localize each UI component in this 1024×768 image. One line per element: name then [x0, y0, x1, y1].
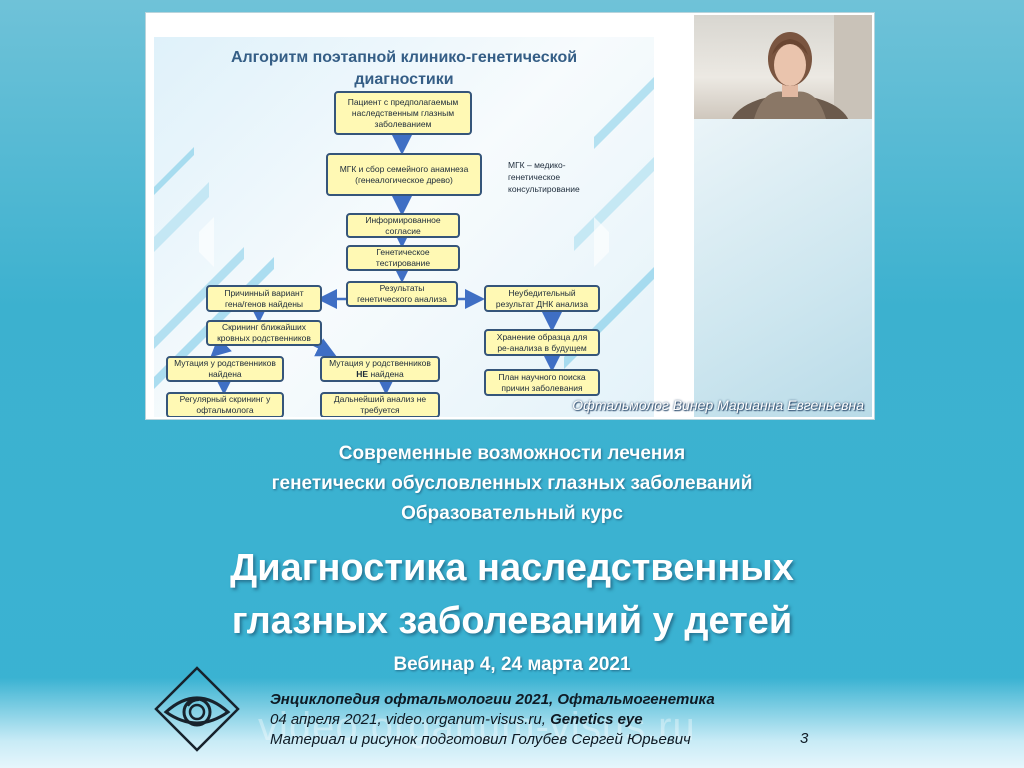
box-patient-line1: Пациент с предполагаемым	[347, 96, 459, 107]
box-patient-line3: заболеванием	[374, 118, 432, 129]
box-patient-line2: наследственным глазным	[351, 107, 455, 118]
footer: Энциклопедия офтальмологии 2021, Офтальм…	[270, 690, 715, 750]
speaker-caption: Офтальмолог Винер Марианна Евгеньевна	[572, 397, 864, 413]
box-mutation-found-line1: Мутация у родственников	[174, 358, 276, 368]
box-results: Результаты генетического анализа	[346, 281, 458, 307]
slide-title-line2: диагностики	[354, 71, 454, 88]
box-plan-line2: причин заболевания	[501, 382, 583, 393]
not-found-rest: найдена	[368, 369, 404, 379]
footer-line1: Энциклопедия офтальмологии 2021, Офтальм…	[270, 690, 715, 710]
course-line2: генетически обусловленных глазных заболе…	[271, 473, 753, 494]
box-patient: Пациент с предполагаемым наследственным …	[334, 91, 472, 135]
webinar-date: Вебинар 4, 24 марта 2021	[393, 654, 631, 675]
box-consent-line2: согласие	[385, 225, 421, 236]
footer-line1-text: Энциклопедия офтальмологии 2021, Офтальм…	[270, 691, 715, 708]
box-cause-line1: Причинный вариант	[224, 287, 304, 298]
box-mutation-not-found-line1: Мутация у родственников	[329, 358, 431, 368]
box-testing-line2: тестирование	[375, 258, 431, 268]
course-line3: Образовательный курс	[401, 503, 623, 524]
main-title-line1: Диагностика наследственных	[230, 547, 794, 589]
box-storage: Хранение образца для ре-анализа в будуще…	[484, 329, 600, 356]
footer-line2-prefix: 04 апреля 2021, video.organum-visus.ru,	[270, 711, 551, 728]
box-screening: Скрининг ближайших кровных родственников	[206, 320, 322, 346]
page-number: 3	[800, 730, 809, 747]
mgk-note: МГК – медико- генетическое консультирова…	[508, 159, 580, 195]
speaker-camera	[694, 15, 872, 119]
box-unconvincing-line2: результат ДНК анализа	[495, 298, 589, 309]
box-further-analysis: Дальнейший анализ не требуется	[320, 392, 440, 417]
box-mgk: МГК и сбор семейного анамнеза (генеалоги…	[326, 153, 482, 196]
main-title-line2: глазных заболеваний у детей	[231, 600, 793, 642]
eye-logo-icon	[154, 666, 240, 752]
box-results-line2: генетического анализа	[357, 294, 447, 304]
shared-slide: Алгоритм поэтапной клинико-генетической …	[154, 37, 654, 417]
box-mutation-found-line2: найдена	[208, 369, 242, 379]
box-plan: План научного поиска причин заболевания	[484, 369, 600, 396]
box-mutation-not-found-line2: НЕ найдена	[356, 369, 403, 380]
box-mutation-found: Мутация у родственников найдена	[166, 356, 284, 382]
box-further-analysis-line2: требуется	[360, 405, 400, 415]
speaker-silhouette	[731, 15, 872, 119]
watermark: video.organum-visus.ru	[258, 705, 696, 749]
box-regular-screening-line1: Регулярный скрининг у	[179, 394, 271, 404]
box-screening-line1: Скрининг ближайших	[221, 322, 307, 332]
box-mutation-not-found: Мутация у родственников НЕ найдена	[320, 356, 440, 382]
box-unconvincing: Неубедительный результат ДНК анализа	[484, 285, 600, 312]
box-mgk-line2: (генеалогическое древо)	[355, 174, 453, 185]
box-storage-line1: Хранение образца для	[496, 331, 588, 342]
box-regular-screening: Регулярный скрининг у офтальмолога	[166, 392, 284, 417]
box-testing-line1: Генетическое	[376, 247, 430, 257]
footer-line3: Материал и рисунок подготовил Голубев Се…	[270, 731, 691, 748]
box-regular-screening-line2: офтальмолога	[196, 405, 254, 415]
box-testing: Генетическое тестирование	[346, 245, 460, 271]
box-unconvincing-line1: Неубедительный	[508, 287, 576, 298]
mgk-note-line2: генетическое	[508, 172, 561, 182]
box-plan-line1: План научного поиска	[498, 371, 586, 382]
box-cause-line2: гена/генов найдены	[224, 298, 304, 309]
footer-line2: 04 апреля 2021, video.organum-visus.ru, …	[270, 710, 715, 730]
mgk-note-line1: МГК – медико-	[508, 160, 566, 170]
box-consent-line1: Информированное	[365, 214, 441, 225]
box-mgk-line1: МГК и сбор семейного анамнеза	[339, 163, 469, 174]
mgk-note-line3: консультирование	[508, 184, 580, 194]
course-line1: Современные возможности лечения	[338, 443, 686, 464]
box-results-line1: Результаты	[379, 283, 425, 293]
box-consent: Информированное согласие	[346, 213, 460, 238]
box-cause: Причинный вариант гена/генов найдены	[206, 285, 322, 312]
not-bold-word: НЕ	[356, 369, 369, 379]
video-frame: Алгоритм поэтапной клинико-генетической …	[145, 12, 875, 420]
box-further-analysis-line1: Дальнейший анализ не	[333, 394, 427, 404]
slide-title-line1: Алгоритм поэтапной клинико-генетической	[230, 49, 578, 66]
box-storage-line2: ре-анализа в будущем	[497, 342, 587, 353]
slide-title: Алгоритм поэтапной клинико-генетической …	[154, 47, 654, 91]
camera-background-panel	[694, 119, 872, 417]
footer-genetics-eye: Genetics eye	[550, 711, 643, 728]
box-screening-line2: кровных родственников	[217, 333, 311, 343]
